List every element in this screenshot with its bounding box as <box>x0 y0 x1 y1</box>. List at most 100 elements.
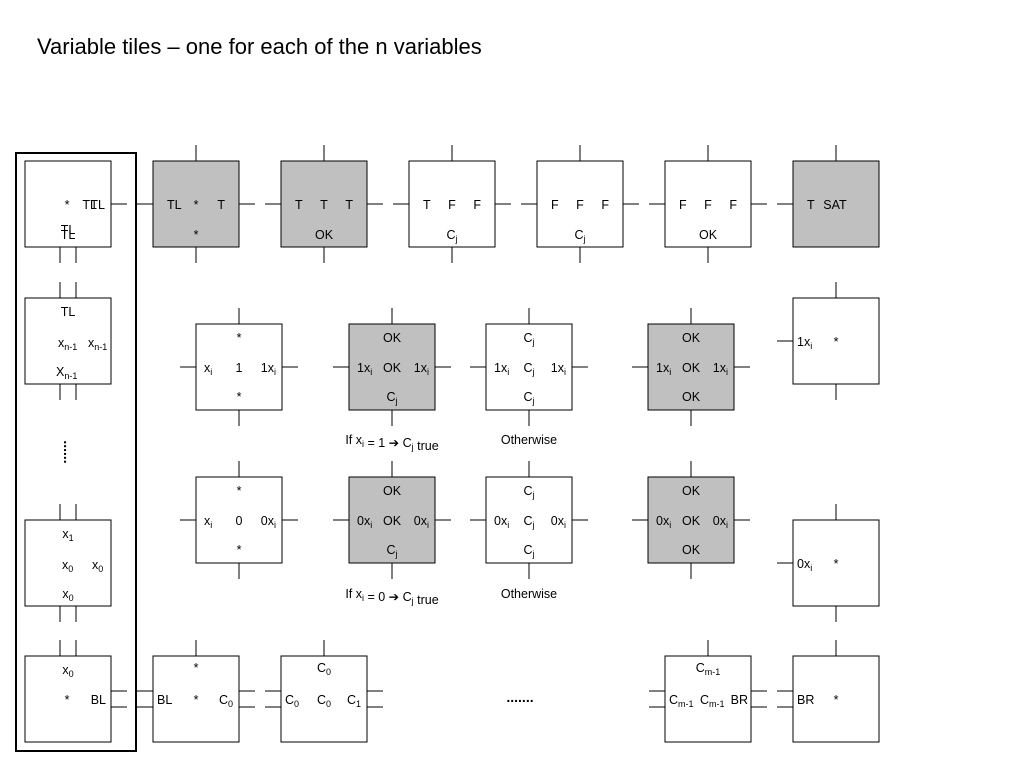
column-upper-bottom-label: Xn-1 <box>56 365 77 381</box>
tile-bottom-2-left-label: C0 <box>285 693 299 709</box>
column-tl-star-label: * <box>65 198 70 212</box>
column-lower-left-label: x0 <box>62 558 73 574</box>
caption-otherwise-one: Otherwise <box>501 433 557 447</box>
tile-bottom-1-right-label: C0 <box>219 693 233 709</box>
tile-bottom-3 <box>664 655 752 743</box>
tiles-layer <box>24 145 880 743</box>
column-upper-left-label: xn-1 <box>58 336 77 352</box>
caption-otherwise-zero: Otherwise <box>501 587 557 601</box>
tile-row1-1-bottom-label: * <box>194 228 199 242</box>
column-lower-top-label: x1 <box>62 527 73 543</box>
tile-row1-2-bottom-label: OK <box>315 228 334 242</box>
tile-row1-6 <box>792 160 880 248</box>
tile-row1-2-left-label: T <box>295 198 303 212</box>
tile-row1-2-center-label: T <box>320 198 328 212</box>
tile-row0_tile-right-label: 0xi <box>261 514 276 530</box>
tile-bottom-4-left-label: BR <box>797 693 814 707</box>
tile-ok_true_0-top-label: OK <box>383 484 402 498</box>
tile-ok_ok_0-right-label: 0xi <box>713 514 728 530</box>
tile-row1_tile-left-label: xi <box>204 361 212 377</box>
tile-row1_tile-right-label: 1xi <box>261 361 276 377</box>
tile-otherwise_0-top-label: Cj <box>523 484 534 500</box>
tile-bottom-2-top-label: C0 <box>317 661 331 677</box>
tile-bottom-1 <box>152 655 240 743</box>
tile-row1-5-center-label: F <box>704 198 712 212</box>
tile-ok_true_0-center-label: OK <box>383 514 402 528</box>
tile-ok_true_1-right-label: 1xi <box>414 361 429 377</box>
tile-row1-3-center-label: F <box>448 198 456 212</box>
tile-row1-2-right-label: T <box>345 198 353 212</box>
tile-row1-5-bottom-label: OK <box>699 228 718 242</box>
tile-bottom-3-right-label: BR <box>731 693 748 707</box>
tile-bottom-1-center-label: * <box>194 693 199 707</box>
column-lower-bottom-label: x0 <box>62 587 73 603</box>
tile-bottom-2-center-label: C0 <box>317 693 331 709</box>
tile-row0_tile-top-label: * <box>237 484 242 498</box>
tile-ok_ok_0-left-label: 0xi <box>656 514 671 530</box>
tile-ok_ok_1 <box>647 323 735 411</box>
bottom-ellipsis: ....... <box>506 689 533 705</box>
tile-ok_ok_1-center-label: OK <box>682 361 701 375</box>
tile-column-bl <box>24 655 112 743</box>
tile-ok_true_1-left-label: 1xi <box>357 361 372 377</box>
tile-row1-3-right-label: F <box>473 198 481 212</box>
tile-column-tl-bottom-label: TL <box>61 223 76 237</box>
tile-end1 <box>792 297 880 385</box>
tile-row0_tile-left-label: xi <box>204 514 212 530</box>
tile-row1-1-center-label: * <box>194 198 199 212</box>
tile-ok_true_1-top-label: OK <box>383 331 402 345</box>
tile-ok_true_0-bottom-label: Cj <box>386 543 397 559</box>
tile-end1-left-label: 1xi <box>797 335 812 351</box>
column-lower-right-label: x0 <box>92 558 103 574</box>
slide-title: Variable tiles – one for each of the n v… <box>37 34 482 59</box>
column-frame <box>15 152 137 752</box>
tile-row1-4-right-label: F <box>601 198 609 212</box>
tile-ok_ok_0-bottom-label: OK <box>682 543 701 557</box>
caption-if-one: If xi = 1 ➔ Cj true <box>345 433 438 453</box>
tile-end0 <box>792 519 880 607</box>
caption-if-zero: If xi = 0 ➔ Cj true <box>345 587 438 607</box>
tile-row1-1-right-label: T <box>217 198 225 212</box>
tile-bottom-3-center-label: Cm-1 <box>700 693 725 709</box>
tile-row1-4-bottom-label: Cj <box>574 228 585 244</box>
column-tl-right-label: TL <box>90 198 105 212</box>
column-bl-right-label: BL <box>91 693 106 707</box>
tile-row1-1-left-label: TL <box>167 198 182 212</box>
tile-ok_ok_0 <box>647 476 735 564</box>
tile-row1-6-left-label: T <box>807 198 815 212</box>
tile-bottom-2-right-label: C1 <box>347 693 361 709</box>
column-bl-star-label: * <box>65 693 70 707</box>
tile-otherwise_0-bottom-label: Cj <box>523 543 534 559</box>
tile-row1-4-center-label: F <box>576 198 584 212</box>
tile-row0_tile-bottom-label: * <box>237 543 242 557</box>
tile-ok_ok_1-left-label: 1xi <box>656 361 671 377</box>
tile-otherwise_1-left-label: 1xi <box>494 361 509 377</box>
tile-row1-1 <box>152 160 240 248</box>
tile-column-tl <box>24 160 112 248</box>
tile-ok_true_1 <box>348 323 436 411</box>
tile-bottom-3-left-label: Cm-1 <box>669 693 694 709</box>
tile-otherwise_0-center-label: Cj <box>523 514 534 530</box>
column-upper-right-label: xn-1 <box>88 336 107 352</box>
tile-row1-3 <box>408 160 496 248</box>
tile-row1_tile-center-label: 1 <box>236 361 243 375</box>
tile-end1-right-label: * <box>834 335 839 349</box>
tile-otherwise_1-center-label: Cj <box>523 361 534 377</box>
tile-otherwise_1-right-label: 1xi <box>551 361 566 377</box>
tile-row1-5 <box>664 160 752 248</box>
tile-bottom-3-top-label: Cm-1 <box>696 661 721 677</box>
tile-ok_ok_0-center-label: OK <box>682 514 701 528</box>
tile-end0-left-label: 0xi <box>797 557 812 573</box>
column-tl-bottom-label: TL <box>61 228 76 242</box>
tile-otherwise_0-left-label: 0xi <box>494 514 509 530</box>
tile-column-tl-right-label: TL <box>82 198 97 212</box>
tile-bottom-1-top-label: * <box>194 661 199 675</box>
tile-ok_true_0-right-label: 0xi <box>414 514 429 530</box>
tile-row1_tile-top-label: * <box>237 331 242 345</box>
tile-bottom-2 <box>280 655 368 743</box>
tile-row1-5-left-label: F <box>679 198 687 212</box>
column-upper-top-label: TL <box>61 305 76 319</box>
tile-ok_ok_1-top-label: OK <box>682 331 701 345</box>
